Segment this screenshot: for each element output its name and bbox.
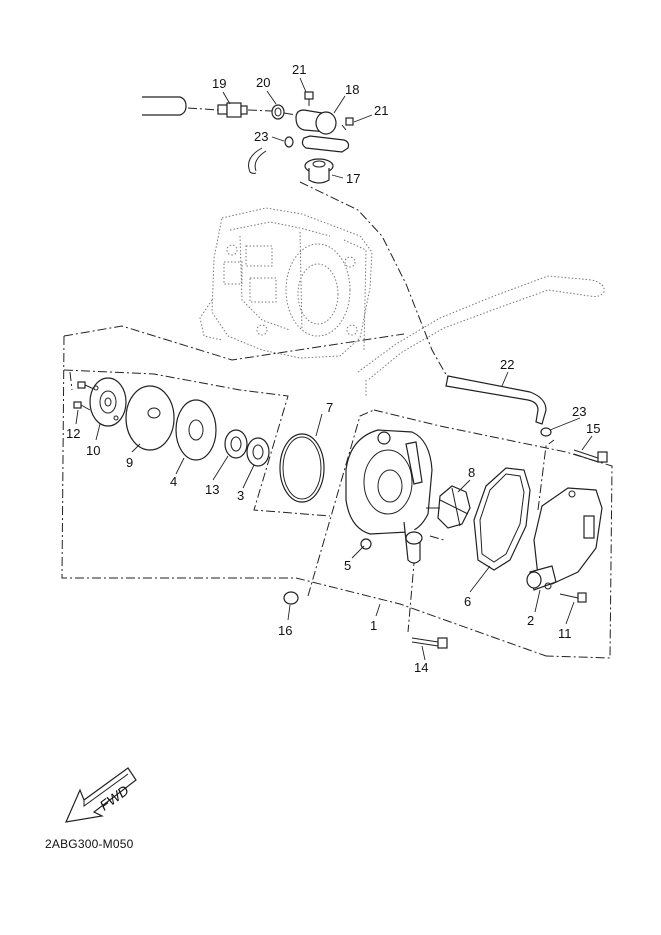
callout-13: 13 — [205, 482, 219, 497]
callout-9: 9 — [126, 455, 133, 470]
pump-body-5 — [345, 429, 433, 564]
gasket-6 — [473, 467, 531, 571]
bolt-21-top — [304, 91, 314, 106]
bolt-21-right — [341, 117, 354, 131]
upper-hose — [142, 96, 187, 116]
screw-12 — [73, 401, 91, 411]
callout-16: 16 — [278, 623, 292, 638]
pump-cover-2 — [526, 487, 603, 591]
hose-fitting-19 — [217, 102, 248, 118]
fwd-arrow-icon: FWD — [65, 767, 137, 823]
hose-clamp-23-right — [540, 427, 552, 437]
callout-21-right: 21 — [374, 103, 388, 118]
callout-7: 7 — [326, 400, 333, 415]
hose-clamp-23-top — [284, 136, 294, 148]
o-ring-16 — [283, 591, 299, 605]
callout-10: 10 — [86, 443, 100, 458]
engine-case-outline — [199, 207, 605, 396]
diagram-code: 2ABG300-M050 — [45, 837, 134, 851]
bolt-14 — [411, 637, 448, 649]
callout-17: 17 — [346, 171, 360, 186]
oil-seal-13 — [224, 429, 248, 459]
callout-8: 8 — [468, 465, 475, 480]
callout-19: 19 — [212, 76, 226, 91]
callout-20: 20 — [256, 75, 270, 90]
callout-5: 5 — [344, 558, 351, 573]
gasket-plate-9 — [125, 385, 175, 451]
callout-1: 1 — [370, 618, 377, 633]
callouts: 19 20 21 18 21 23 17 22 23 15 7 12 10 9 … — [66, 62, 600, 675]
callout-11: 11 — [558, 626, 572, 641]
leaders-left — [75, 409, 323, 489]
bypass-hose — [248, 147, 263, 174]
callout-21-top: 21 — [292, 62, 306, 77]
water-hose-22 — [445, 375, 547, 425]
callout-2: 2 — [527, 613, 534, 628]
seal-plate-4 — [175, 399, 217, 461]
bolt-15 — [573, 449, 608, 463]
thermostat-17 — [304, 158, 334, 184]
o-ring-7 — [279, 433, 325, 503]
callout-15: 15 — [586, 421, 600, 436]
callout-6: 6 — [464, 594, 471, 609]
leaders-top — [222, 77, 373, 179]
callout-23-right: 23 — [572, 404, 586, 419]
callout-23-top: 23 — [254, 129, 268, 144]
callout-3: 3 — [237, 488, 244, 503]
callout-14: 14 — [414, 660, 428, 675]
cover-plate-10 — [89, 377, 127, 427]
impeller-8 — [426, 485, 471, 529]
screw-12-upper — [77, 381, 95, 390]
callout-18: 18 — [345, 82, 359, 97]
callout-4: 4 — [170, 474, 177, 489]
callout-22: 22 — [500, 357, 514, 372]
leaders-right — [287, 371, 593, 661]
o-ring-20 — [271, 104, 285, 120]
bearing-3 — [246, 437, 270, 467]
thermostat-group — [142, 91, 354, 184]
thermostat-cover-18 — [295, 109, 350, 153]
callout-12: 12 — [66, 426, 80, 441]
bolt-11 — [559, 592, 587, 603]
